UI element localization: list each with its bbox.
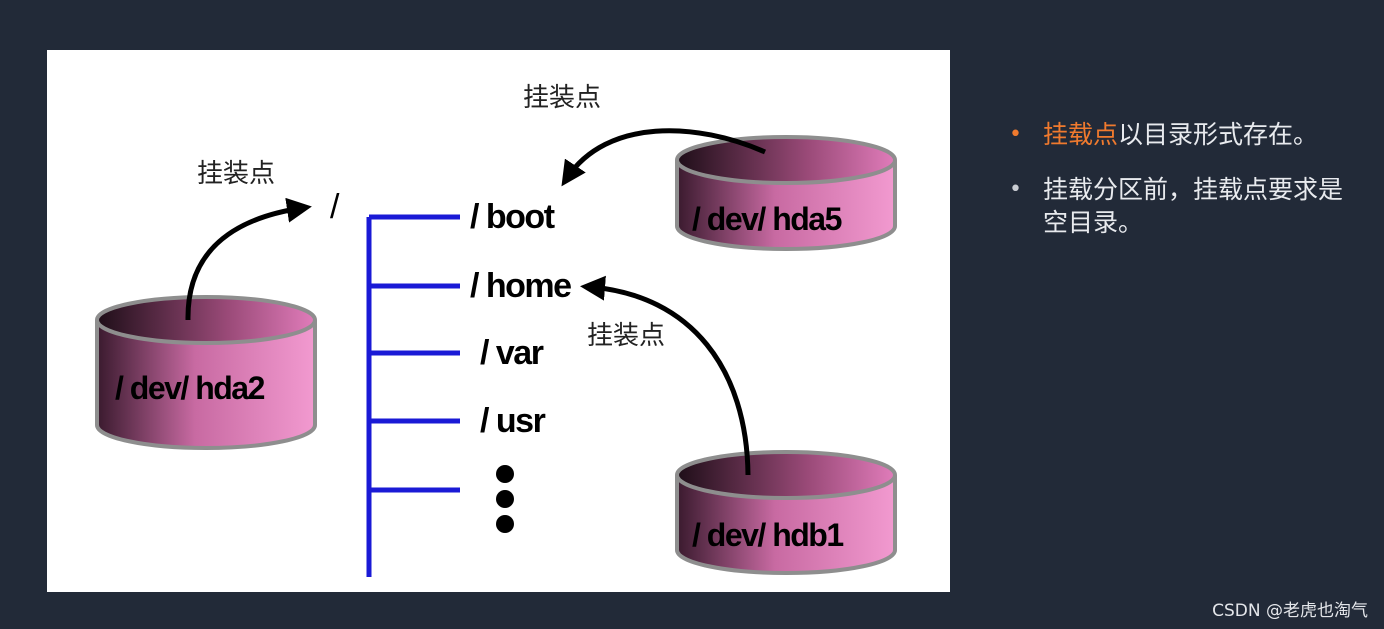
- mount-arrow-root: [185, 197, 312, 321]
- note-item-mount-point-directory: • 挂载点以目录形式存在。: [1005, 118, 1355, 151]
- mount-arrow-boot: [561, 128, 767, 187]
- bullet-icon: •: [1009, 122, 1022, 147]
- csdn-watermark: CSDN @老虎也淘气: [1212, 601, 1368, 621]
- mount-point-label-boot: 挂装点: [523, 83, 601, 113]
- ellipsis-dot: [496, 490, 514, 508]
- disk-label-hda2: / dev/ hda2: [115, 370, 265, 406]
- disk-label-hda5: / dev/ hda5: [692, 201, 842, 237]
- mount-point-label-home: 挂装点: [587, 321, 665, 351]
- disk-label-hdb1: / dev/ hdb1: [692, 517, 843, 553]
- note-text: 以目录形式存在。: [1118, 120, 1319, 149]
- note-highlight-term: 挂载点: [1043, 120, 1119, 149]
- disk-hda2: / dev/ hda2: [95, 295, 317, 450]
- dir-label-boot: / boot: [470, 198, 555, 236]
- diagram-canvas: / / boot / home / var / usr / dev/ hda2 …: [95, 83, 897, 577]
- disk-hdb1: / dev/ hdb1: [675, 450, 897, 575]
- dir-label-usr: / usr: [480, 402, 546, 440]
- mount-point-label-root: 挂装点: [197, 159, 275, 189]
- disk-hda5: / dev/ hda5: [675, 135, 897, 251]
- directory-tree: [366, 214, 460, 577]
- root-dir-label: /: [330, 188, 340, 226]
- dir-label-home: / home: [470, 267, 571, 305]
- ellipsis-dot: [496, 515, 514, 533]
- ellipsis-dot: [496, 465, 514, 483]
- bullet-icon: •: [1009, 177, 1022, 202]
- mount-arrow-home: [580, 275, 751, 476]
- note-item-empty-directory: • 挂载分区前，挂载点要求是空目录。: [1005, 173, 1355, 239]
- dir-label-var: / var: [480, 334, 544, 372]
- note-text: 挂载分区前，挂载点要求是空目录。: [1043, 175, 1344, 237]
- ellipsis-dots: [496, 465, 514, 533]
- notes-list: • 挂载点以目录形式存在。 • 挂载分区前，挂载点要求是空目录。: [1005, 118, 1355, 261]
- mount-point-diagram: / / boot / home / var / usr / dev/ hda2 …: [47, 50, 950, 592]
